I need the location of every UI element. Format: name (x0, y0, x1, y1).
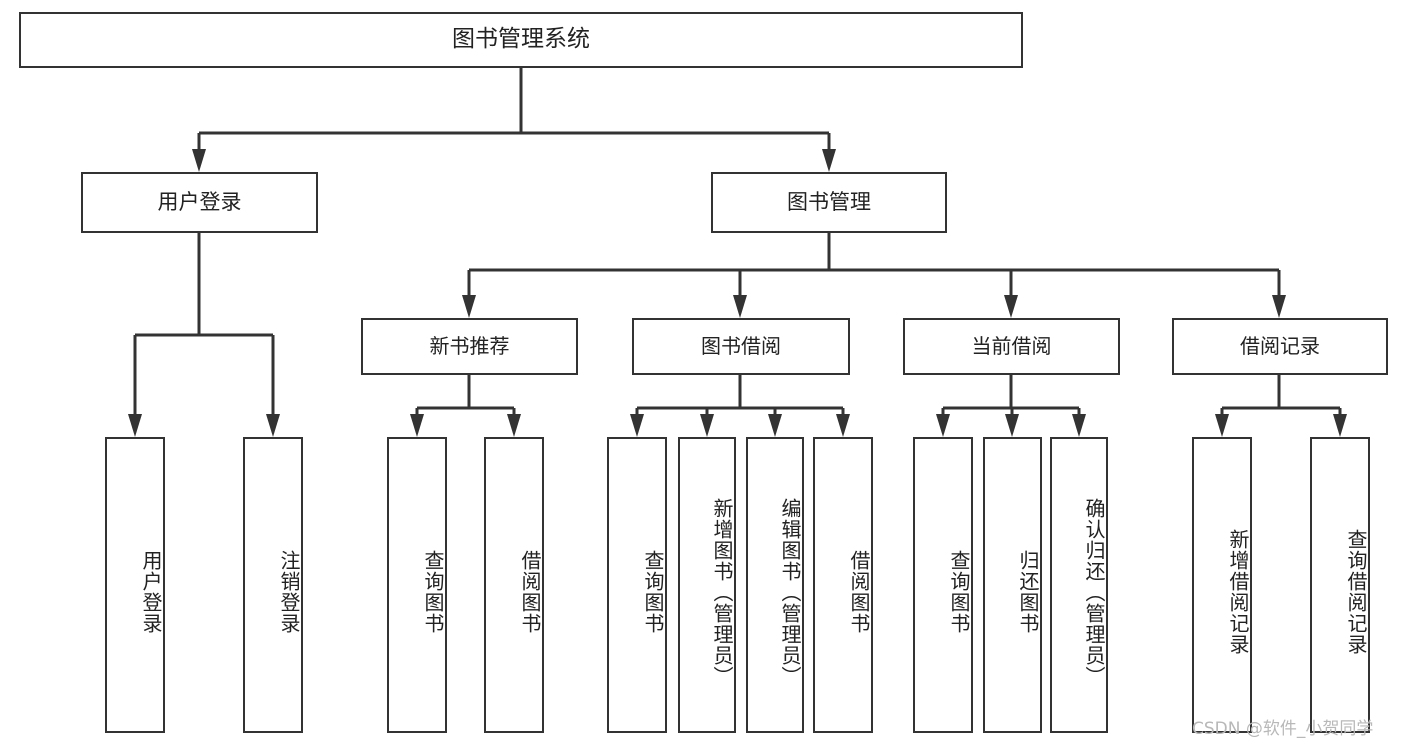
node-leaf-borrow-book-2[interactable]: 借阅图书 (813, 437, 873, 733)
node-leaf-query-book-3[interactable]: 查询图书 (913, 437, 973, 733)
node-leaf-query-book-3-label: 查询图书 (947, 550, 971, 634)
node-leaf-add-borrow-record-label: 新增借阅记录 (1226, 529, 1250, 655)
node-leaf-user-login[interactable]: 用户登录 (105, 437, 165, 733)
node-leaf-return-book[interactable]: 归还图书 (983, 437, 1042, 733)
node-leaf-user-login-label: 用户登录 (139, 550, 163, 634)
node-leaf-query-book-2-label: 查询图书 (641, 550, 665, 634)
node-leaf-query-book-1[interactable]: 查询图书 (387, 437, 447, 733)
node-leaf-query-borrow-record[interactable]: 查询借阅记录 (1310, 437, 1370, 733)
node-borrow-record[interactable]: 借阅记录 (1172, 318, 1388, 375)
node-leaf-add-borrow-record[interactable]: 新增借阅记录 (1192, 437, 1252, 733)
csdn-watermark: CSDN @软件_小贺同学 (1192, 719, 1374, 739)
node-leaf-edit-book-label: 编辑图书（管理员） (778, 497, 802, 687)
node-book-manage[interactable]: 图书管理 (711, 172, 947, 233)
node-user-login[interactable]: 用户登录 (81, 172, 318, 233)
node-leaf-borrow-book-1[interactable]: 借阅图书 (484, 437, 544, 733)
node-book-borrow-label: 图书借阅 (701, 333, 781, 358)
node-leaf-borrow-book-1-label: 借阅图书 (518, 550, 542, 634)
node-leaf-logout-label: 注销登录 (277, 550, 301, 634)
node-new-book-recommend[interactable]: 新书推荐 (361, 318, 578, 375)
node-leaf-query-borrow-record-label: 查询借阅记录 (1344, 529, 1368, 655)
node-leaf-return-book-label: 归还图书 (1016, 550, 1040, 634)
node-leaf-confirm-return-label: 确认归还（管理员） (1082, 497, 1106, 687)
node-leaf-add-book-label: 新增图书（管理员） (710, 497, 734, 687)
node-current-borrow-label: 当前借阅 (971, 333, 1052, 358)
node-leaf-confirm-return[interactable]: 确认归还（管理员） (1050, 437, 1108, 733)
node-current-borrow[interactable]: 当前借阅 (903, 318, 1120, 375)
node-root-label: 图书管理系统 (452, 26, 590, 53)
node-root[interactable]: 图书管理系统 (19, 12, 1023, 68)
node-book-manage-label: 图书管理 (787, 190, 871, 215)
node-leaf-edit-book[interactable]: 编辑图书（管理员） (746, 437, 804, 733)
node-leaf-logout[interactable]: 注销登录 (243, 437, 303, 733)
node-new-book-recommend-label: 新书推荐 (429, 333, 510, 358)
node-leaf-query-book-2[interactable]: 查询图书 (607, 437, 667, 733)
node-user-login-label: 用户登录 (157, 190, 242, 215)
node-leaf-add-book[interactable]: 新增图书（管理员） (678, 437, 736, 733)
node-leaf-borrow-book-2-label: 借阅图书 (847, 550, 871, 634)
node-borrow-record-label: 借阅记录 (1240, 333, 1320, 358)
node-leaf-query-book-1-label: 查询图书 (421, 550, 445, 634)
node-book-borrow[interactable]: 图书借阅 (632, 318, 850, 375)
